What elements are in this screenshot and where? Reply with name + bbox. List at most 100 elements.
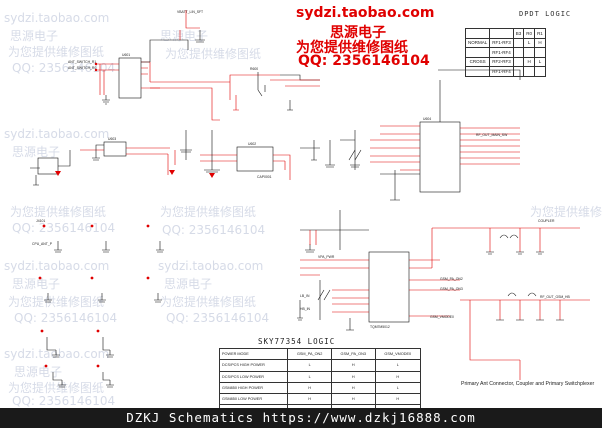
watermark-name-3: 思源电子	[12, 145, 60, 159]
dpdt-cell: H	[523, 56, 536, 67]
net-coupler: COUPLER	[538, 219, 555, 223]
dpdt-cell	[523, 47, 536, 58]
watermark-offer-3: 为您提供维修图纸	[10, 204, 106, 219]
sky-h2: GSM_PA_ON3	[330, 347, 376, 361]
dpdt-logic-title: DPDT LOGIC	[519, 10, 572, 18]
sky-row: GSM850 HIGH POWER H H L	[218, 381, 422, 395]
ref-u603: U603	[108, 137, 116, 141]
ref-u602: U602	[248, 142, 256, 146]
sky-header-row: POWER MODE GSM_PA_ON2 GSM_PA_ON3 GSM_VMO…	[218, 347, 422, 361]
dpdt-cell	[523, 66, 536, 77]
net-labels: ANT_SWITCH_R1 ANT_SWITCH_R0 VBATT_LIN_SF…	[32, 10, 571, 329]
dpdt-cell: RF1-RF3	[489, 37, 514, 48]
net-ant-switch-r0: ANT_SWITCH_R0	[68, 66, 96, 70]
net-hb-in: HB_IN	[300, 307, 311, 311]
ref-u604: U604	[423, 117, 431, 121]
watermark-shop-6: sydzi.taobao.com	[158, 259, 263, 273]
watermark-name-6: 思源电子	[164, 277, 212, 291]
ref-u601: U601	[122, 53, 130, 57]
dpdt-cell: RF1-RF4	[489, 47, 514, 58]
header-shop-name: 思源电子	[330, 25, 386, 41]
dpdt-cell: NORMAL	[464, 37, 491, 48]
sky77354-logic-title: SKY77354 LOGIC	[258, 337, 336, 346]
pin-dots	[38, 62, 150, 368]
net-vpa-pwr: VPA_PWR	[318, 255, 335, 259]
dpdt-cell: H	[534, 37, 546, 48]
dpdt-cell	[512, 66, 525, 77]
ref-cap: CAP0001	[257, 175, 272, 179]
sky-row: GSM850 LOW POWER H H H	[218, 393, 422, 406]
net-vbat: VBATT_LIN_SFT	[177, 10, 203, 14]
dpdt-row: NORMAL RF1-RF3 L H	[464, 37, 546, 48]
sky-cell: H	[330, 381, 376, 395]
dpdt-h0	[464, 28, 491, 39]
watermark-qq-5: QQ: 2356146104	[14, 311, 117, 325]
watermark-name: 思源电子	[10, 29, 58, 43]
sky-row: DCS/PCS LOW POWER L H H	[218, 370, 422, 383]
watermark-layer: sydzi.taobao.com 思源电子 为您提供维修图纸 QQ: 23561…	[4, 11, 602, 408]
watermark-offer-2: 为您提供维修图纸	[165, 46, 261, 61]
dpdt-cell: L	[523, 37, 536, 48]
watermark-offer-8: 为您提供维修图纸	[530, 204, 602, 219]
dpdt-cell: CROSS	[464, 56, 491, 67]
watermark-qq-3: QQ: 2356146104	[12, 221, 115, 235]
dpdt-cell	[464, 66, 491, 77]
ref-pam: TQM7M5012	[370, 325, 390, 329]
sky-cell: L	[287, 359, 332, 372]
net-gsm-pa-on2: GSM_PA_ON2	[440, 277, 463, 281]
sheet-caption: Primary Ant Connector, Coupler and Prima…	[461, 381, 595, 387]
watermark-shop-3: sydzi.taobao.com	[4, 127, 109, 141]
sky-cell: DCS/PCS HIGH POWER	[218, 359, 289, 372]
sky-cell: DCS/PCS LOW POWER	[218, 370, 289, 383]
dpdt-cell: L	[534, 56, 546, 67]
header-offer: 为您提供维修图纸	[296, 40, 408, 56]
net-lb-in: LB_IN	[300, 294, 310, 298]
ref-r600: R600	[250, 67, 258, 71]
sky-cell: H	[287, 381, 332, 395]
watermark-qq-6: QQ: 2356146104	[166, 311, 269, 325]
dpdt-cell: RF1-RF4	[489, 66, 514, 77]
sky-cell: H	[374, 370, 422, 383]
dpdt-h4: R1	[534, 28, 546, 39]
watermark-offer-4: 为您提供维修图纸	[160, 204, 256, 219]
dpdt-row: RF1-RF4	[464, 66, 546, 77]
sky-cell: H	[287, 393, 332, 406]
j5900-body	[37, 157, 59, 175]
sky-cell: L	[287, 370, 332, 383]
watermark-shop-7: sydzi.taobao.com	[4, 347, 109, 361]
dpdt-row: RF1-RF4	[464, 47, 546, 58]
sky-h3: GSM_VMODE0	[374, 347, 422, 361]
sky-cell: H	[374, 393, 422, 406]
dpdt-cell	[464, 47, 491, 58]
net-cpu-ant: CPU_ANT_P	[32, 242, 53, 246]
dpdt-cell	[534, 47, 546, 58]
watermark-offer-6: 为您提供维修图纸	[160, 294, 256, 309]
sky-cell: H	[330, 393, 376, 406]
dpdt-h2: B3	[512, 28, 525, 39]
dpdt-header-row: B3 R0 R1	[464, 28, 546, 39]
dpdt-cell	[512, 37, 525, 48]
u602-body	[236, 146, 274, 172]
u601-body	[118, 57, 142, 99]
watermark-name-5: 思源电子	[12, 277, 60, 291]
dpdt-cell	[512, 47, 525, 58]
net-rf-out-main-sw: RF_OUT_MAIN_SW	[476, 133, 508, 137]
sky-h0: POWER MODE	[218, 347, 289, 361]
pam-body	[368, 251, 410, 323]
watermark-offer-5: 为您提供维修图纸	[8, 294, 104, 309]
watermark-name-7: 思源电子	[14, 365, 62, 379]
sky-cell: L	[374, 381, 422, 395]
watermark-qq-7: QQ: 2356146104	[12, 394, 115, 408]
sky-cell: GSM850 HIGH POWER	[218, 381, 289, 395]
watermark-name-2: 思源电子	[160, 29, 208, 43]
sky-row: DCS/PCS HIGH POWER L H L	[218, 359, 422, 372]
dpdt-cell: RF2-RF3	[489, 56, 514, 67]
net-rf-out-gsm-hb: RF_OUT_GSM_HB	[540, 295, 571, 299]
footer-bar: DZKJ Schematics https://www.dzkj16888.co…	[0, 408, 602, 428]
watermark-shop-5: sydzi.taobao.com	[4, 259, 109, 273]
u-main-body	[419, 121, 461, 193]
dpdt-logic-table: B3 R0 R1 NORMAL RF1-RF3 L H RF1-RF4 CROS…	[464, 28, 546, 77]
sky-cell: GSM850 LOW POWER	[218, 393, 289, 406]
dpdt-row: CROSS RF2-RF3 H L	[464, 56, 546, 67]
